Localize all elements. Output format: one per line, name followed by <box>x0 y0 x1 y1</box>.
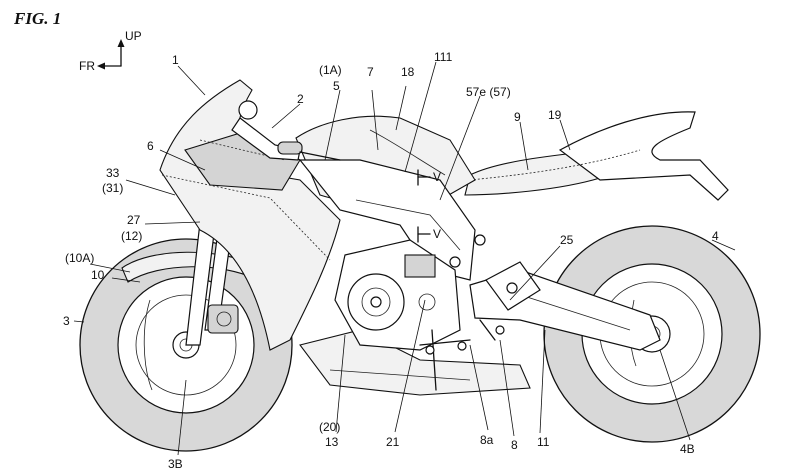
label-12: (12) <box>121 229 142 243</box>
label-20: (20) <box>319 420 340 434</box>
label-5: 5 <box>333 79 340 93</box>
label-57e: 57e (57) <box>466 85 511 99</box>
up-label: UP <box>125 29 142 43</box>
footpeg-bracket <box>479 261 541 341</box>
label-111: 111 <box>434 50 453 64</box>
label-v-top: V <box>433 170 441 184</box>
label-27: 27 <box>127 213 141 227</box>
reference-labels: 1 2 (1A) 5 7 18 111 57e (57) 9 19 6 33 (… <box>63 50 719 471</box>
figure-title: FIG. 1 <box>13 9 61 28</box>
label-8a: 8a <box>480 433 494 447</box>
label-10a: (10A) <box>65 251 94 265</box>
label-4: 4 <box>712 229 719 243</box>
side-stand <box>419 329 471 391</box>
label-3b: 3B <box>168 457 183 471</box>
label-11: 11 <box>537 435 550 449</box>
engine <box>334 239 461 351</box>
label-3: 3 <box>63 314 70 328</box>
label-v-bottom: V <box>433 227 441 241</box>
section-line-v <box>417 169 431 243</box>
orientation-indicator: UP FR <box>79 29 142 73</box>
handlebar <box>231 100 341 161</box>
label-18: 18 <box>401 65 415 79</box>
label-9: 9 <box>514 110 521 124</box>
label-4b: 4B <box>680 442 695 456</box>
label-8: 8 <box>511 438 518 452</box>
main-frame <box>298 159 476 281</box>
label-25: 25 <box>560 233 574 247</box>
label-7: 7 <box>367 65 374 79</box>
tail-cowl <box>558 111 729 201</box>
label-1: 1 <box>172 53 179 67</box>
leader-lines <box>73 61 736 456</box>
label-33: 33 <box>106 166 120 180</box>
label-19: 19 <box>548 108 562 122</box>
label-13: 13 <box>325 435 339 449</box>
label-31: (31) <box>102 181 123 195</box>
label-21: 21 <box>386 435 400 449</box>
label-10: 10 <box>91 268 105 282</box>
label-2: 2 <box>297 92 304 106</box>
label-1a: (1A) <box>319 63 342 77</box>
label-6: 6 <box>147 139 154 153</box>
fr-label: FR <box>79 59 95 73</box>
